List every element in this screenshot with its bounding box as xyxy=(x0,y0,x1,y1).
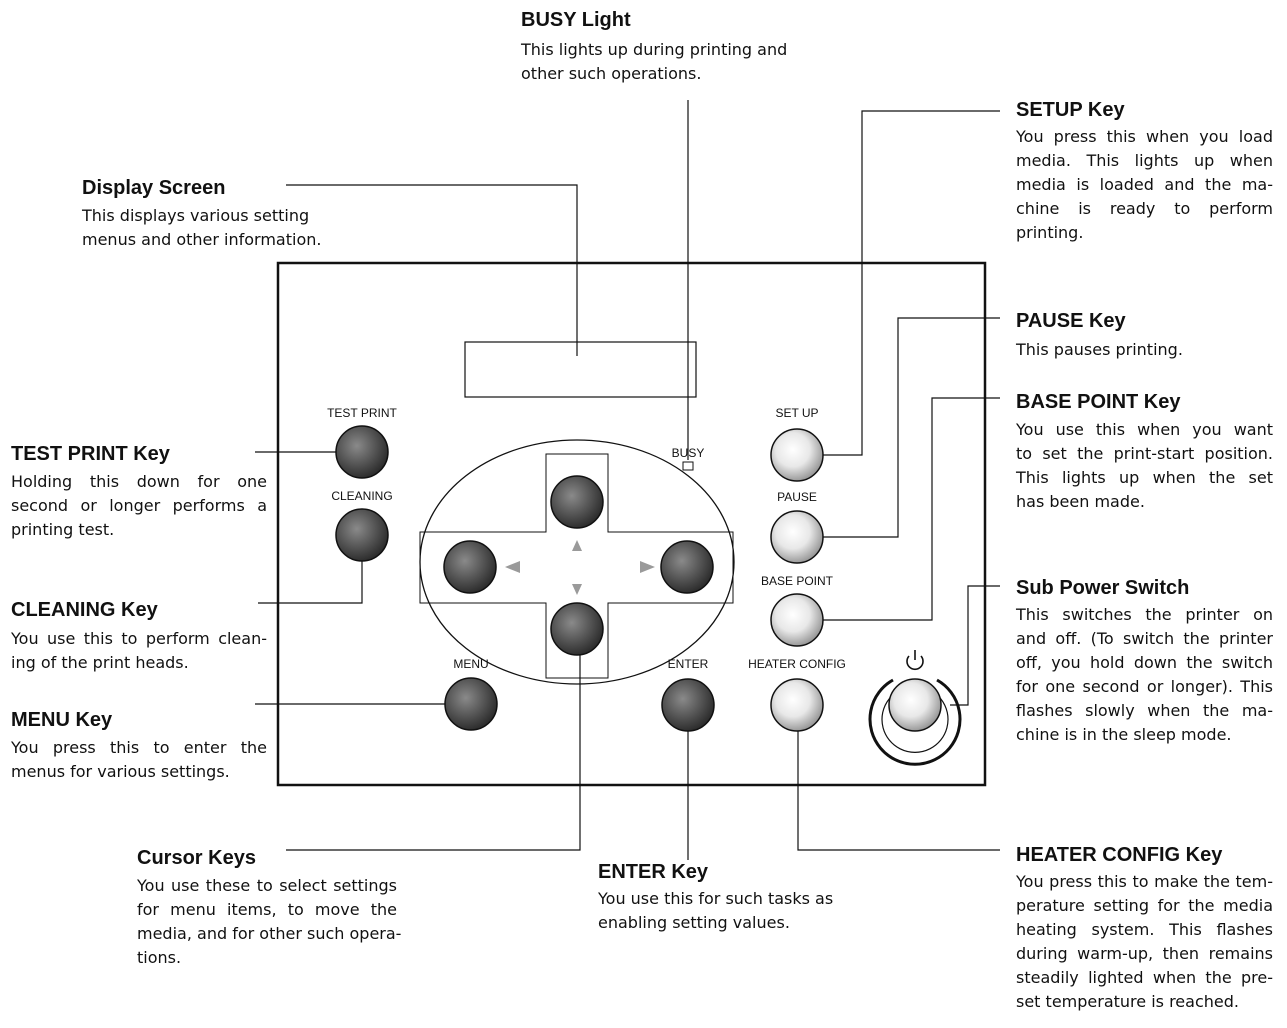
display-screen-title: Display Screen xyxy=(82,177,226,199)
arrow-left-icon xyxy=(505,561,520,573)
pause-key[interactable] xyxy=(770,510,824,564)
enter-key[interactable] xyxy=(661,678,715,732)
cursor-down-key[interactable] xyxy=(550,602,604,656)
leader-lines xyxy=(255,100,1000,860)
test-print-key-title: TEST PRINT Key xyxy=(11,443,170,465)
label-test-print: TEST PRINT xyxy=(327,406,397,420)
label-set-up: SET UP xyxy=(775,406,818,420)
leader-cleaning xyxy=(258,560,363,604)
label-cleaning: CLEANING xyxy=(331,489,392,503)
leader-pause xyxy=(820,317,1000,538)
menu-key-title: MENU Key xyxy=(11,709,113,731)
heater-config-key-desc: You press this to make the tem-perature … xyxy=(1016,872,1273,1011)
setup-key[interactable] xyxy=(770,428,824,482)
label-enter: ENTER xyxy=(668,657,709,671)
panel-frame xyxy=(276,261,987,787)
menu-key[interactable] xyxy=(444,677,498,731)
enter-key-title: ENTER Key xyxy=(598,861,709,883)
pause-key-desc: This pauses printing. xyxy=(1016,340,1183,359)
cursor-up-key[interactable] xyxy=(550,475,604,529)
leader-base-point xyxy=(820,397,1000,621)
power-icon xyxy=(906,650,924,671)
pause-key-title: PAUSE Key xyxy=(1016,310,1126,332)
test-print-key[interactable] xyxy=(335,425,389,479)
arrow-down-icon xyxy=(572,584,582,595)
leader-setup xyxy=(820,110,1000,456)
heater-config-key[interactable] xyxy=(770,678,824,732)
sub-power-switch[interactable] xyxy=(868,678,962,766)
base-point-key[interactable] xyxy=(770,593,824,647)
leader-heater xyxy=(797,730,1000,851)
cursor-key-cluster xyxy=(419,439,735,685)
cursor-keys-title: Cursor Keys xyxy=(137,847,256,869)
busy-light xyxy=(682,461,694,471)
leader-sub-power xyxy=(950,585,1000,706)
leader-cursor xyxy=(286,655,581,851)
sub-power-switch-title: Sub Power Switch xyxy=(1016,577,1190,599)
cleaning-key-title: CLEANING Key xyxy=(11,599,158,621)
leader-display xyxy=(286,184,578,356)
cursor-left-key[interactable] xyxy=(443,540,497,594)
arrow-right-icon xyxy=(640,561,655,573)
busy-light-title: BUSY Light xyxy=(521,9,631,31)
cleaning-key[interactable] xyxy=(335,508,389,562)
label-busy: BUSY xyxy=(672,446,705,460)
cursor-right-key[interactable] xyxy=(660,540,714,594)
label-pause: PAUSE xyxy=(777,490,817,504)
label-base-point: BASE POINT xyxy=(761,574,834,588)
label-heater-config: HEATER CONFIG xyxy=(748,657,846,671)
heater-config-key-title: HEATER CONFIG Key xyxy=(1016,844,1223,866)
label-menu: MENU xyxy=(453,657,488,671)
setup-key-title: SETUP Key xyxy=(1016,99,1125,121)
arrow-up-icon xyxy=(572,540,582,551)
base-point-key-title: BASE POINT Key xyxy=(1016,391,1181,413)
display-screen xyxy=(464,341,697,398)
cleaning-key-desc: You use this to perform clean-ing of the… xyxy=(11,629,267,672)
